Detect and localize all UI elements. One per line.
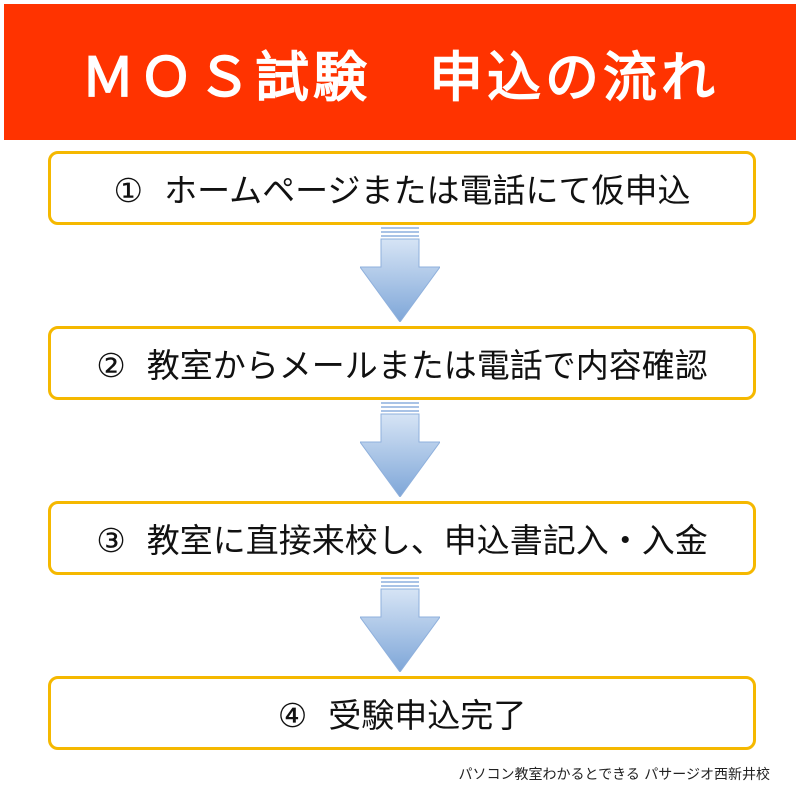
step-label-4: ④ 受験申込完了 <box>277 696 527 735</box>
step-label-1: ① ホームページまたは電話にて仮申込 <box>113 171 691 210</box>
footer-credit: パソコン教室わかるとできる パサージオ西新井校 <box>458 767 770 783</box>
step-label-3: ③ 教室に直接来校し、申込書記入・入金 <box>96 521 708 560</box>
down-arrow-icon <box>360 402 440 497</box>
step-label-2: ② 教室からメールまたは電話で内容確認 <box>96 346 708 385</box>
down-arrow-icon <box>360 227 440 322</box>
title-banner: ＭＯＳ試験 申込の流れ <box>4 4 796 140</box>
page-title: ＭＯＳ試験 申込の流れ <box>81 45 719 109</box>
down-arrow-icon <box>360 577 440 672</box>
step-box-3: ③ 教室に直接来校し、申込書記入・入金 <box>48 501 756 575</box>
step-box-4: ④ 受験申込完了 <box>48 676 756 750</box>
step-box-1: ① ホームページまたは電話にて仮申込 <box>48 151 756 225</box>
step-box-2: ② 教室からメールまたは電話で内容確認 <box>48 326 756 400</box>
